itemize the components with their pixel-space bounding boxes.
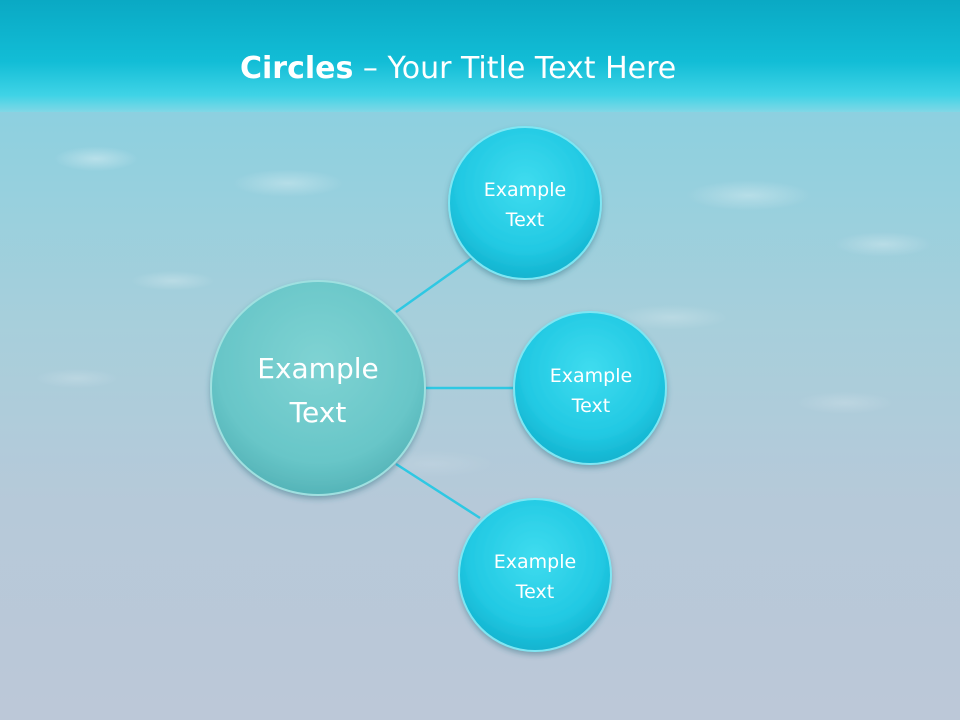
node-middle-label-line2: Text [571,395,610,417]
center-label-line1: Example [257,352,378,385]
node-top-label-line2: Text [505,209,544,231]
node-circle-bottom: Example Text [458,498,612,652]
center-circle: Example Text [210,280,426,496]
node-middle-label-line1: Example [550,365,632,387]
node-bottom-label-line1: Example [494,551,576,573]
node-circle-top: Example Text [448,126,602,280]
connector-bottom [395,462,481,520]
slide-title: Circles – Your Title Text Here [240,52,676,85]
center-label-line2: Text [289,396,347,429]
connector-top [395,256,473,314]
node-bottom-label-line2: Text [515,581,554,603]
node-top-label-line1: Example [484,179,566,201]
node-circle-middle: Example Text [513,311,667,465]
title-rest: – Your Title Text Here [353,51,677,86]
title-bold: Circles [240,51,354,86]
title-band [0,0,960,112]
